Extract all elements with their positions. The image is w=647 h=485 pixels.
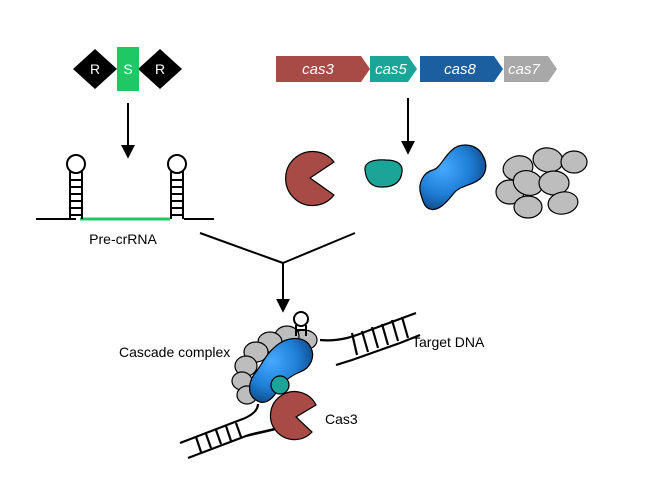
repeat-left-label: R [90, 61, 100, 77]
cascade-complex-label: Cascade complex [119, 344, 230, 360]
cascade-cas5-icon [270, 375, 290, 395]
cas7-protein-icon [495, 147, 588, 219]
target-dna-strand-b [335, 333, 421, 367]
target-dna [179, 311, 421, 460]
target-dna-strand-c [179, 403, 260, 445]
gene-cas8 [420, 56, 503, 82]
gene-cas7 [504, 56, 557, 82]
converging-arrow [199, 232, 356, 313]
cascade-complex [231, 311, 318, 441]
cas-operon: cas3 cas5 cas8 cas7 [276, 56, 557, 82]
pre-crrna: Pre-crRNA [36, 154, 214, 247]
gene-cas5-label: cas5 [375, 61, 407, 78]
gene-cas8-label: cas8 [444, 61, 476, 78]
repeat-right-label: R [155, 61, 165, 77]
gene-cas3-label: cas3 [302, 61, 334, 78]
crispr-array: R S R [73, 47, 182, 91]
cascade-cas3-icon [269, 391, 317, 441]
cas3-label: Cas3 [325, 411, 358, 427]
target-dna-strand-a [319, 311, 417, 342]
repeat-right-diamond [138, 49, 182, 89]
cascade-crrna-hairpin [293, 311, 309, 336]
spacer-block [117, 47, 139, 91]
spacer-label: S [123, 61, 132, 77]
hairpin-left [66, 154, 86, 219]
gene-cas5 [370, 56, 417, 82]
hairpin-right [167, 154, 187, 219]
precrrna-label: Pre-crRNA [89, 231, 157, 247]
cas5-protein-icon [364, 159, 403, 188]
cas-proteins [285, 144, 588, 219]
cas3-protein-icon [285, 150, 335, 207]
gene-cas3 [276, 56, 370, 82]
cas8-protein-icon [419, 144, 487, 211]
repeat-left-diamond [73, 49, 117, 89]
target-dna-label: Target DNA [412, 334, 485, 350]
gene-cas7-label: cas7 [508, 61, 540, 78]
